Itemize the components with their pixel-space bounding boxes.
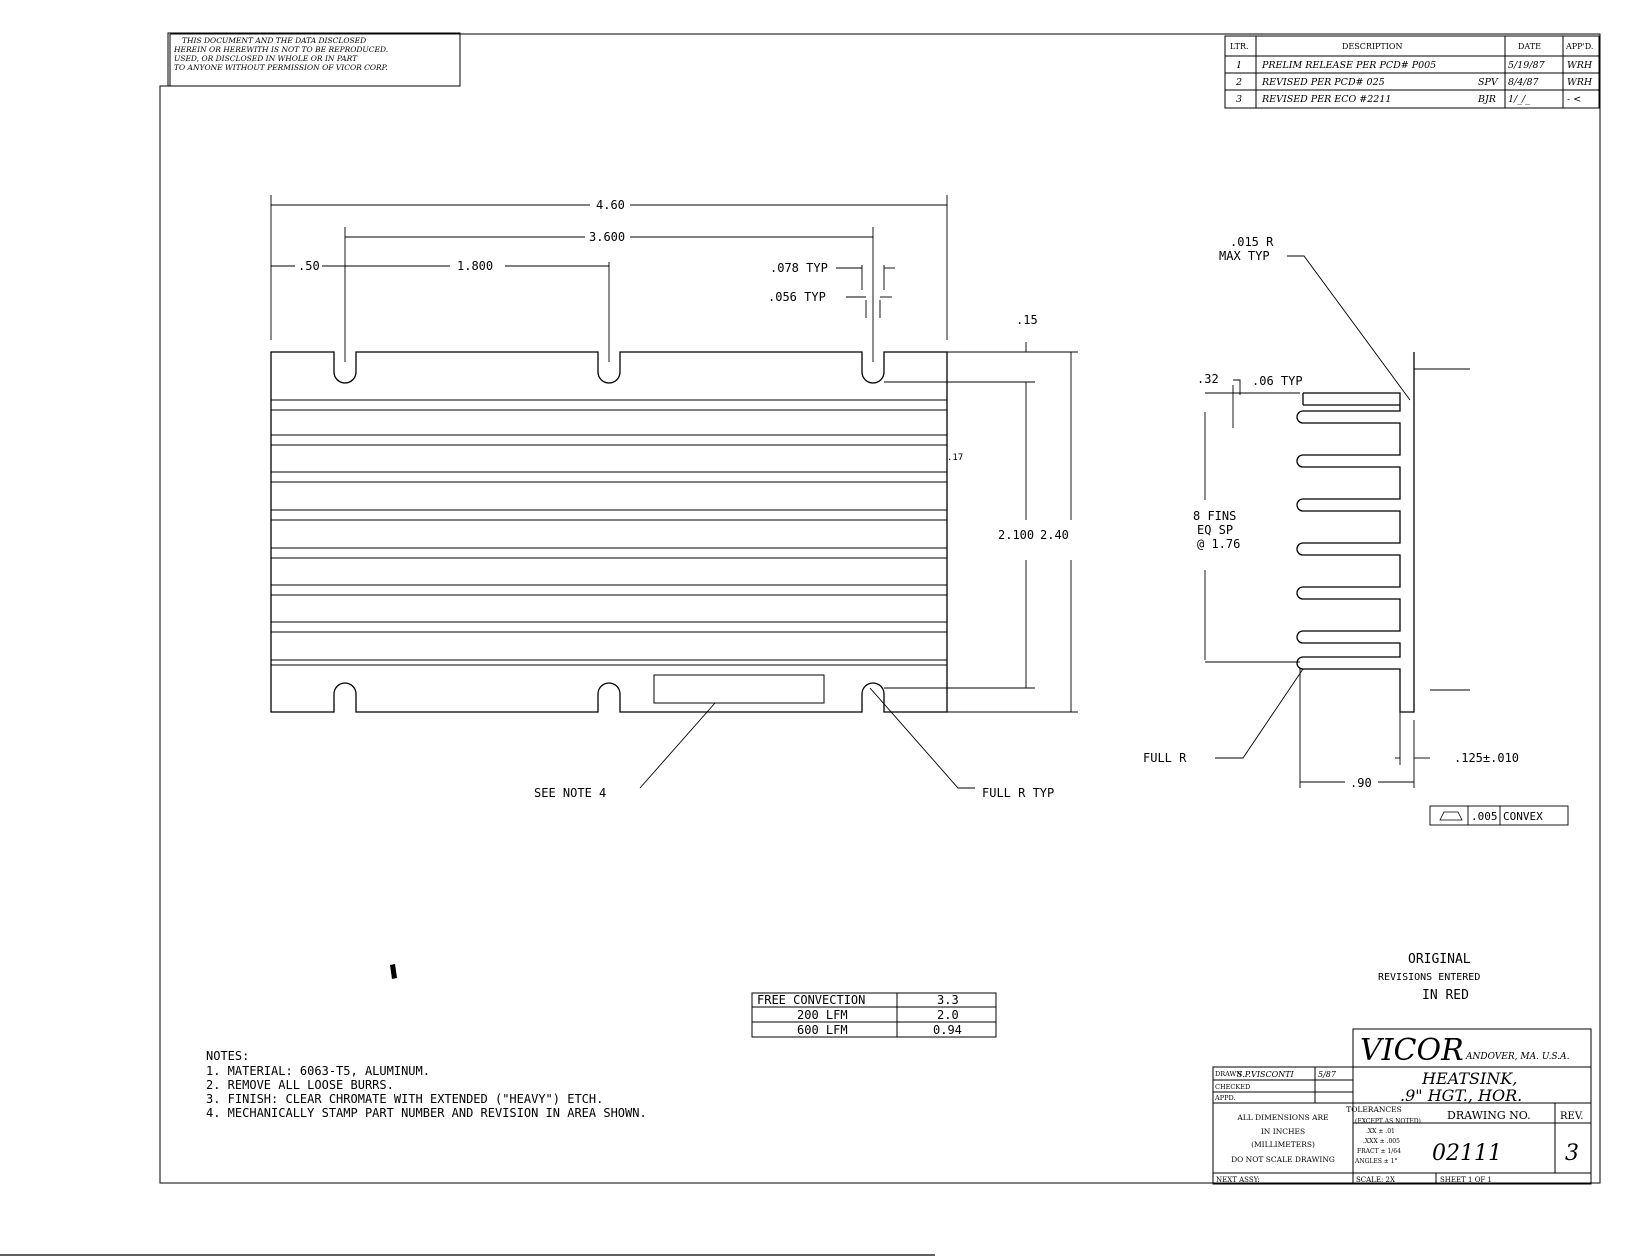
rev-row-1-appd: WRH <box>1567 60 1593 71</box>
note-3: 3. FINISH: CLEAR CHROMATE WITH EXTENDED … <box>206 1092 603 1106</box>
side-view-dimensions <box>1204 255 1569 826</box>
dim-half-span: 1.800 <box>457 259 493 273</box>
front-view-outline <box>270 351 948 713</box>
checked-label: CHECKED <box>1215 1083 1250 1091</box>
thermal-row-3-condition: 600 LFM <box>797 1023 848 1037</box>
stamp-line-1: ORIGINAL <box>1408 952 1471 967</box>
rev-header-ltr: LTR. <box>1230 42 1249 51</box>
sheet-border <box>159 33 1601 1184</box>
thermal-row-1-value: 3.3 <box>937 993 959 1007</box>
rev-row-3-ltr: 3 <box>1236 94 1242 105</box>
sheet-label: SHEET 1 OF 1 <box>1440 1176 1492 1184</box>
rev-row-2-date: 8/4/87 <box>1508 77 1540 88</box>
notice-box <box>167 32 461 87</box>
tol-line-5: ANGLES ± 1° <box>1354 1158 1398 1165</box>
dims-note-1: ALL DIMENSIONS ARE <box>1236 1113 1328 1122</box>
rev-row-3-appd: - < <box>1567 94 1581 105</box>
front-view-fin-lines <box>271 399 947 666</box>
notice-line-1: THIS DOCUMENT AND THE DATA DISCLOSED <box>182 36 366 45</box>
notice-line-3: USED, OR DISCLOSED IN WHOLE OR IN PART <box>174 54 358 63</box>
rev-header-appd: APP'D. <box>1565 42 1593 51</box>
stamp-area <box>653 674 825 704</box>
notice-line-2: HEREIN OR HEREWITH IS NOT TO BE REPRODUC… <box>173 45 388 54</box>
dim-slot-width: .078 TYP <box>770 261 828 275</box>
appd-label: APPD. <box>1214 1094 1236 1102</box>
note-1: 1. MATERIAL: 6063-T5, ALUMINUM. <box>206 1064 430 1078</box>
company-logo: VICOR <box>1360 1033 1464 1068</box>
side-full-r: FULL R <box>1143 751 1187 765</box>
stamp-line-2: REVISIONS ENTERED <box>1378 972 1480 983</box>
tol-line-2: .XX ± .01 <box>1366 1128 1395 1135</box>
dim-overall-length: 4.60 <box>596 198 625 212</box>
rev-row-2-desc: REVISED PER PCD# 025 <box>1261 77 1385 88</box>
flatness-value: .005 <box>1471 810 1498 823</box>
side-fins-line-1: 8 FINS <box>1193 509 1236 523</box>
label-see-note-4: SEE NOTE 4 <box>534 786 606 800</box>
thermal-row-2-value: 2.0 <box>937 1008 959 1022</box>
notes-title: NOTES: <box>206 1049 249 1063</box>
dims-note-2: IN INCHES <box>1261 1127 1305 1136</box>
tol-line-3: .XXX ± .005 <box>1363 1138 1400 1145</box>
rev-row-2-tag: SPV <box>1478 77 1499 88</box>
dim-slot-neck: .056 TYP <box>768 290 826 304</box>
rev-row-1-date: 5/19/87 <box>1508 60 1546 71</box>
side-fins-line-2: EQ SP <box>1197 523 1233 537</box>
dim-overall-height: 2.40 <box>1040 528 1069 542</box>
rev-row-2-ltr: 2 <box>1235 77 1242 88</box>
dim-hole-height: 2.100 <box>998 528 1034 542</box>
drawing-number: 02111 <box>1432 1141 1502 1166</box>
rev-row-3-date: 1/_/_ <box>1508 94 1530 105</box>
side-radius-sub: MAX TYP <box>1219 249 1270 263</box>
dims-note-3: (MILLIMETERS) <box>1251 1140 1315 1149</box>
rev-row-1-ltr: 1 <box>1236 60 1242 71</box>
dim-top-offset: .15 <box>1016 313 1038 327</box>
tol-line-4: FRACT ± 1/64 <box>1357 1148 1401 1155</box>
title-line-1: HEATSINK, <box>1421 1069 1517 1088</box>
rev-row-1-desc: PRELIM RELEASE PER PCD# P005 <box>1261 60 1436 71</box>
dims-note-4: DO NOT SCALE DRAWING <box>1231 1155 1335 1164</box>
stray-dimension: .17 <box>947 453 963 463</box>
side-base-thickness: .32 <box>1197 372 1219 386</box>
thermal-row-3-value: 0.94 <box>933 1023 962 1037</box>
next-assy-label: NEXT ASSY: <box>1216 1176 1260 1184</box>
label-full-r-typ: FULL R TYP <box>982 786 1054 800</box>
drawing-no-label: DRAWING NO. <box>1447 1109 1531 1122</box>
revision-letter: 3 <box>1565 1141 1579 1166</box>
dim-edge-offset: .50 <box>298 259 320 273</box>
side-tip-dim: .125±.010 <box>1454 751 1519 765</box>
rev-row-3-tag: BJR <box>1477 94 1496 105</box>
front-view-dimensions <box>270 195 1078 789</box>
company-location: ANDOVER, MA. U.S.A. <box>1465 1052 1570 1062</box>
revision-table <box>1224 35 1600 109</box>
title-block-grid <box>1212 1028 1592 1185</box>
note-4: 4. MECHANICALLY STAMP PART NUMBER AND RE… <box>206 1106 647 1120</box>
rev-row-3-desc: REVISED PER ECO #2211 <box>1261 94 1391 105</box>
thermal-table-grid <box>751 992 997 1038</box>
note-2: 2. REMOVE ALL LOOSE BURRS. <box>206 1078 394 1092</box>
side-fin-thickness: .06 TYP <box>1252 374 1303 388</box>
drawn-by: S.P.VISCONTI <box>1237 1070 1294 1079</box>
scale-label: SCALE: 2X <box>1356 1176 1395 1184</box>
thermal-row-2-condition: 200 LFM <box>797 1008 848 1022</box>
thermal-row-1-condition: FREE CONVECTION <box>757 993 865 1007</box>
stamp-line-3: IN RED <box>1422 988 1469 1003</box>
side-fins-line-3: @ 1.76 <box>1197 537 1240 551</box>
side-view-outline <box>1296 352 1415 713</box>
ink-mark <box>390 964 397 979</box>
rev-label: REV. <box>1560 1111 1583 1122</box>
notice-line-4: TO ANYONE WITHOUT PERMISSION OF VICOR CO… <box>174 63 388 72</box>
drawn-date: 5/87 <box>1318 1070 1337 1079</box>
title-line-2: .9" HGT., HOR. <box>1400 1086 1522 1105</box>
flatness-label: CONVEX <box>1503 810 1543 823</box>
tolerances-header: TOLERANCES <box>1346 1105 1402 1114</box>
tol-line-1: (EXCEPT AS NOTED) <box>1355 1118 1421 1125</box>
rev-header-desc: DESCRIPTION <box>1342 42 1402 51</box>
side-depth-dim: .90 <box>1350 776 1372 790</box>
rev-header-date: DATE <box>1518 42 1541 51</box>
side-radius: .015 R <box>1230 235 1274 249</box>
drawn-label: DRAWN <box>1215 1070 1242 1078</box>
rev-row-2-appd: WRH <box>1567 77 1593 88</box>
dim-hole-span: 3.600 <box>589 230 625 244</box>
